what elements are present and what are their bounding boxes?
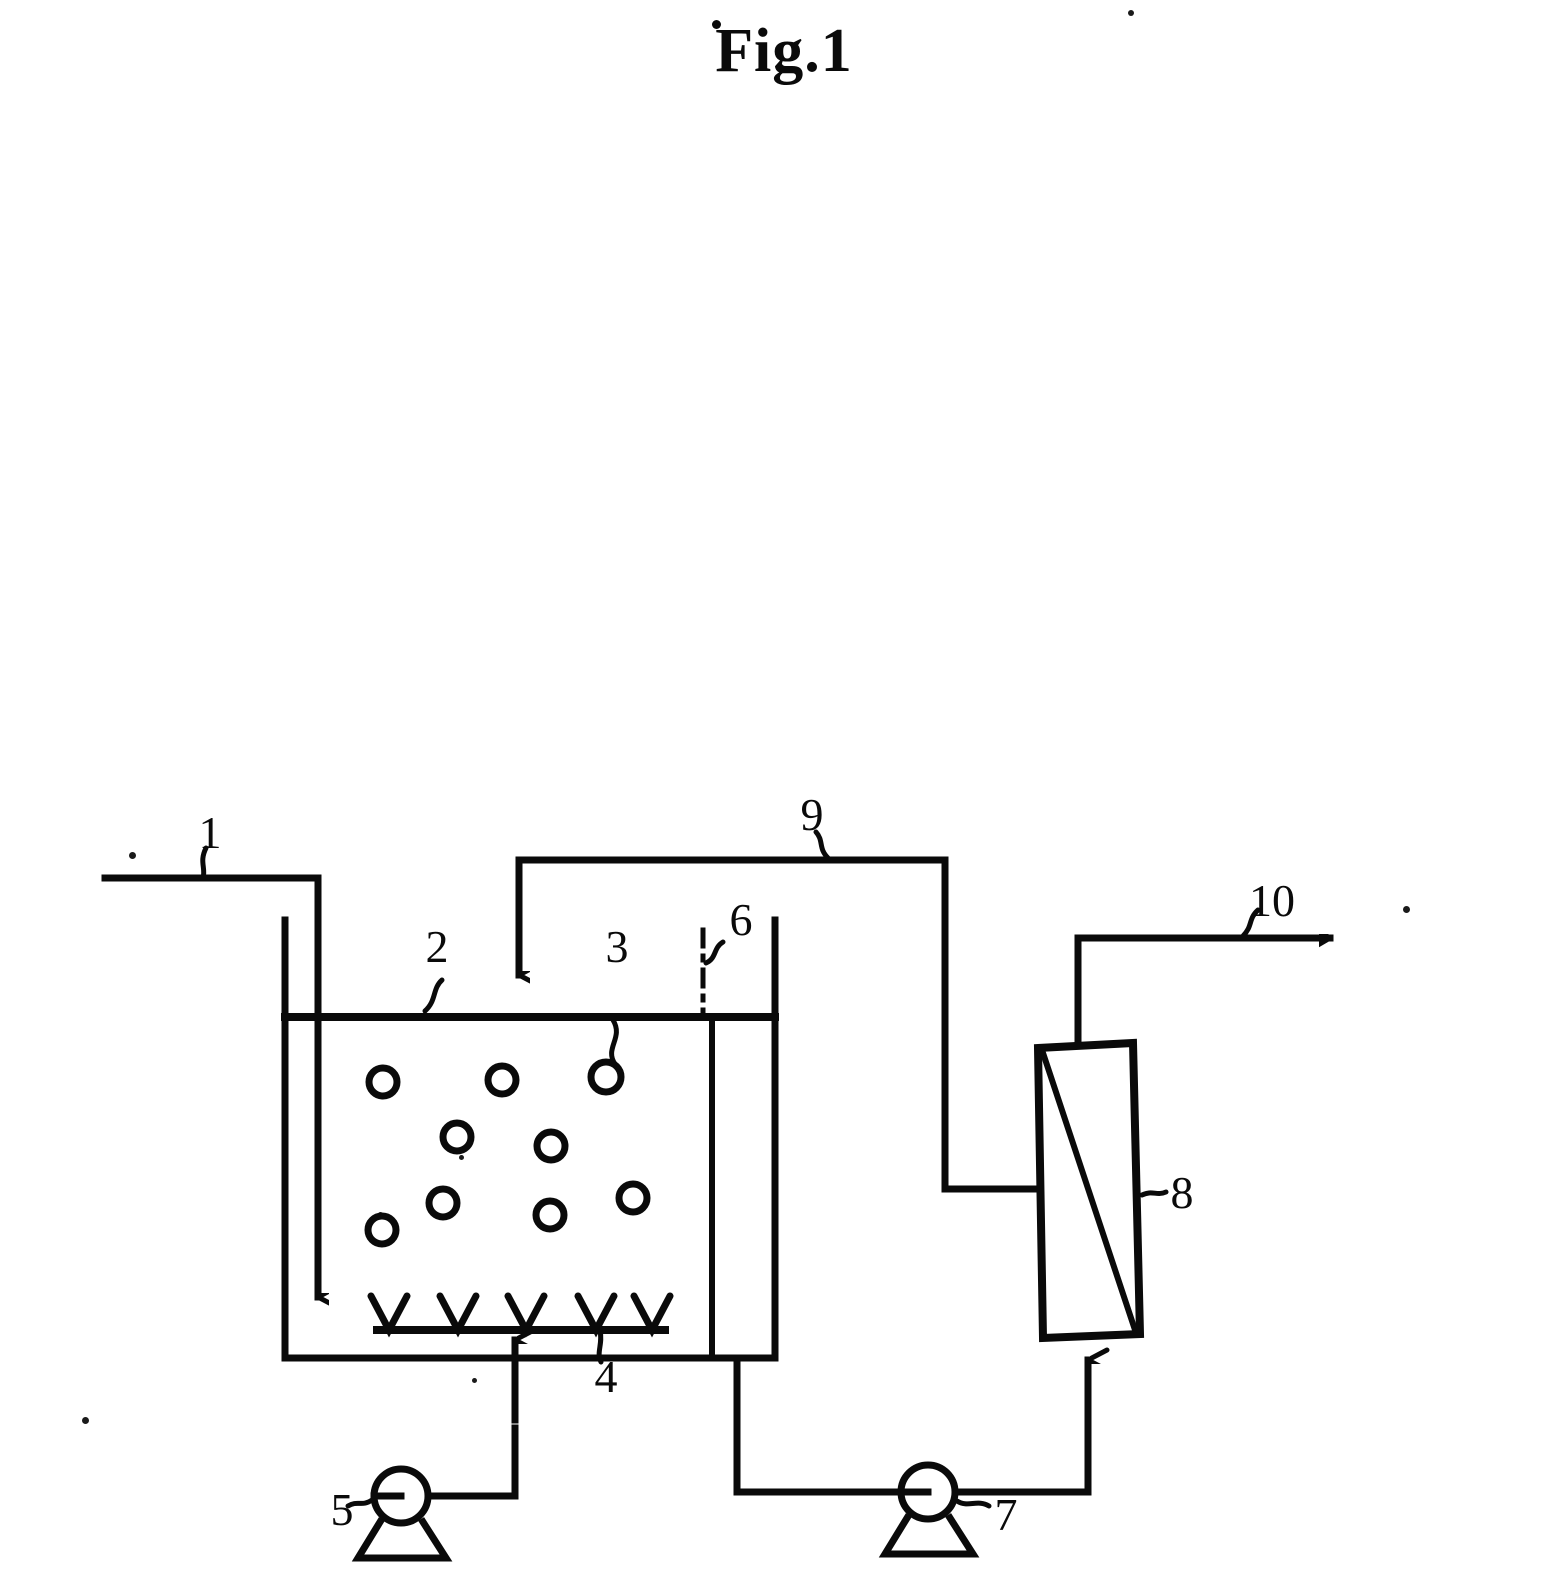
ink-speck — [1128, 10, 1134, 16]
ref-numeral-9: 9 — [801, 789, 824, 840]
ref-numeral-1: 1 — [199, 807, 222, 858]
ink-speck — [472, 1378, 477, 1383]
blower-pump — [351, 1424, 519, 1562]
title-ink-speck — [712, 20, 721, 29]
blower-discharge-pipe — [424, 1424, 519, 1500]
leader-5 — [345, 1497, 375, 1509]
air-diffuser — [367, 1292, 674, 1424]
carrier-circle — [532, 1197, 568, 1233]
ref-numeral-2: 2 — [426, 921, 449, 972]
leader-1 — [200, 845, 209, 881]
ref-numeral-4: 4 — [595, 1351, 618, 1402]
leader-6 — [703, 939, 726, 966]
circulation-pump — [878, 1461, 980, 1558]
carrier-circle — [439, 1119, 475, 1155]
ink-speck — [1403, 906, 1410, 913]
pump-to-membrane-pipe — [951, 1360, 1088, 1496]
aeration-tank — [281, 916, 779, 1362]
leader-2 — [422, 977, 445, 1014]
leader-9 — [813, 829, 831, 861]
ref-numeral-6: 6 — [730, 894, 753, 945]
figure-title: Fig.1 — [0, 16, 1568, 87]
carrier-circle — [615, 1180, 651, 1216]
ref-numeral-8: 8 — [1171, 1167, 1194, 1218]
ref-numeral-10: 10 — [1249, 875, 1295, 926]
figure-title-text: Fig.1 — [715, 17, 853, 85]
ink-speck — [459, 1155, 464, 1160]
raw-water-inlet-pipe — [101, 874, 318, 1297]
leader-7 — [954, 1498, 992, 1509]
carrier-circle — [533, 1128, 569, 1164]
carrier-circle — [364, 1212, 400, 1248]
leader-lines — [200, 829, 1261, 1509]
carrier-circle — [587, 1058, 625, 1096]
carrier-circle — [425, 1185, 461, 1221]
carrier-circle — [484, 1062, 520, 1098]
leader-4 — [596, 1327, 604, 1365]
bubble-marks — [367, 1292, 674, 1338]
membrane-diagonal — [1039, 1049, 1139, 1334]
leader-10 — [1240, 907, 1261, 939]
reference-numerals: 1 2 3 4 5 6 7 8 9 10 — [199, 789, 1296, 1540]
leader-3 — [609, 1017, 619, 1067]
leader-8 — [1139, 1189, 1169, 1198]
ink-speck — [129, 852, 136, 859]
ink-speck — [82, 1417, 89, 1424]
treated-water-outlet-pipe — [1074, 938, 1334, 1050]
carrier-circle — [365, 1064, 401, 1100]
ref-numeral-3: 3 — [606, 921, 629, 972]
ref-numeral-7: 7 — [995, 1489, 1018, 1540]
ref-numeral-5: 5 — [331, 1484, 354, 1535]
membrane-separation-module — [1033, 1038, 1145, 1343]
return-sludge-pipe — [515, 856, 1044, 1193]
baffle-drain-to-pump-pipe — [733, 1354, 905, 1496]
suspended-carrier-circles — [364, 1058, 651, 1248]
